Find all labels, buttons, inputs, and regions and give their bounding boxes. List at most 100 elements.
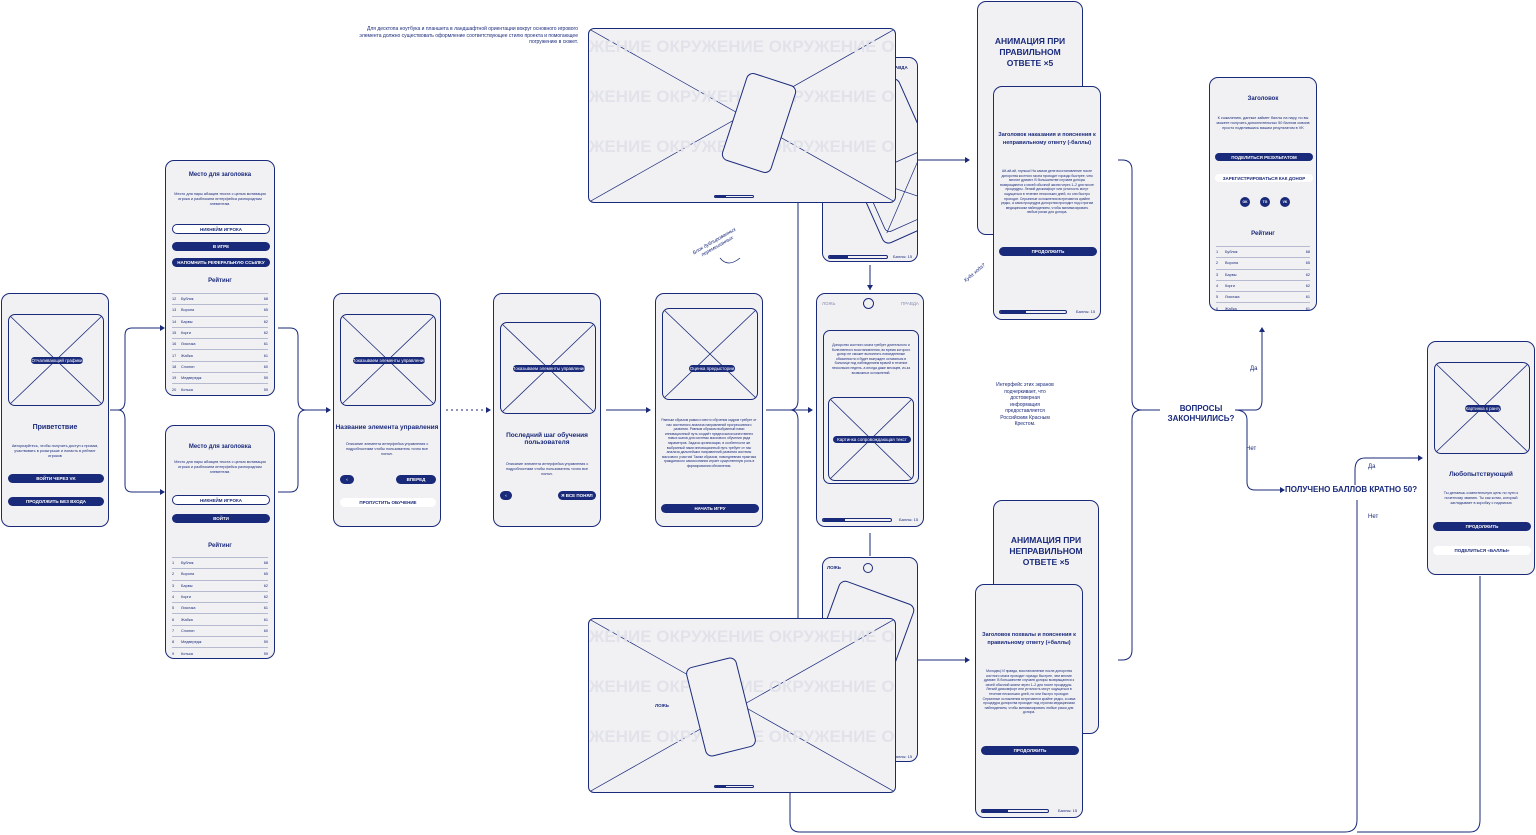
welcome-title: Приветствие bbox=[32, 424, 78, 431]
progress-fill bbox=[715, 786, 727, 787]
rating-title: Рейтинг bbox=[1251, 231, 1275, 237]
continue-button[interactable]: ПРОДОЛЖИТЬ bbox=[1433, 522, 1531, 531]
rank-number: 1 bbox=[172, 561, 175, 566]
rank-number: 13 bbox=[172, 308, 177, 313]
lie-label: ЛОЖЬ bbox=[655, 703, 669, 708]
score-label: Баллы: 15 bbox=[893, 754, 913, 759]
progress-fill bbox=[982, 810, 1009, 812]
progress-bar bbox=[981, 809, 1049, 813]
player-name: Лисичка bbox=[181, 342, 196, 347]
penalty-screen: Заголовок наказания и пояснения к неправ… bbox=[993, 86, 1101, 320]
rank-number: 20 bbox=[172, 387, 177, 392]
nickname-field[interactable]: НИКНЕЙМ ИГРОКА bbox=[172, 224, 270, 234]
player-name: Барвы bbox=[1225, 272, 1237, 277]
rank-number: 4 bbox=[172, 595, 175, 600]
player-name: Ворона bbox=[181, 572, 195, 577]
final-screen: Заголовок К сожалению, данные займет бал… bbox=[1209, 77, 1317, 311]
decision-questions-over: ВОПРОСЫ ЗАКОНЧИЛИСЬ? bbox=[1167, 404, 1235, 423]
player-score: 60 bbox=[263, 364, 268, 369]
telegram-icon[interactable]: TG bbox=[1260, 197, 1270, 207]
player-score: 59 bbox=[263, 387, 268, 392]
donor-register-button[interactable]: ЗАРЕГИСТРИРОВАТЬСЯ КАК ДОНОР bbox=[1215, 174, 1313, 182]
player-name: Ворона bbox=[1225, 261, 1239, 266]
understood-button[interactable]: Я ВСЕ ПОНЯЛ bbox=[558, 491, 596, 500]
nickname-field[interactable]: НИКНЕЙМ ИГРОКА bbox=[172, 495, 270, 505]
in-game-button[interactable]: В ИГРЕ bbox=[172, 242, 270, 251]
rank-number: 7 bbox=[172, 628, 175, 633]
score-label: Баллы: 15 bbox=[899, 517, 919, 522]
red-cross-note: Интерфейс этих экранов подчеркивает, что… bbox=[996, 382, 1054, 427]
player-name: Корги bbox=[181, 595, 191, 600]
next-button[interactable]: ВПЕРЕД bbox=[396, 475, 436, 484]
rank-title: Любопытствующий bbox=[1449, 471, 1513, 478]
question-text: Донорство костного мозга требует длитель… bbox=[831, 343, 911, 375]
back-button[interactable]: ‹ bbox=[340, 475, 354, 484]
login-vk-button[interactable]: ВОЙТИ ЧЕРЕЗ VK bbox=[8, 474, 104, 483]
player-score: 62 bbox=[1305, 272, 1310, 277]
no-label: Нет bbox=[1246, 446, 1257, 452]
player-name: Лисичка bbox=[181, 606, 196, 611]
continue-button[interactable]: ПРОДОЛЖИТЬ bbox=[999, 247, 1097, 256]
player-score: 62 bbox=[263, 583, 268, 588]
swipe-icon bbox=[863, 298, 874, 309]
player-score: 62 bbox=[263, 319, 268, 324]
watermark: ЖЕНИЕ ОКРУЖЕНИЕ ОКРУЖЕНИЕ ОКРУЖЕНИЕ bbox=[589, 37, 895, 56]
placeholder-label: Показываем элементы управления bbox=[352, 357, 426, 364]
share-points-button[interactable]: ПОДЕЛИТЬСЯ «БАЛЛЫ» bbox=[1433, 546, 1531, 555]
rank-number: 2 bbox=[172, 572, 175, 577]
rating-screen-guest: Место для заголовка Место для пары абзац… bbox=[165, 425, 275, 659]
continue-anon-button[interactable]: ПРОДОЛЖИТЬ БЕЗ ВХОДА bbox=[8, 497, 104, 506]
rating-screen-logged: Место для заголовка Место для пары абзац… bbox=[165, 160, 275, 396]
progress-fill bbox=[715, 196, 727, 197]
image-placeholder: Картинка сопровождающая текст bbox=[828, 397, 914, 481]
praise-title: Заголовок похвалы и пояснения к правильн… bbox=[982, 632, 1076, 646]
rating-title: Рейтинг bbox=[208, 543, 232, 549]
rank-number: 9 bbox=[172, 651, 175, 656]
player-name: Бублик bbox=[181, 297, 194, 302]
continue-button[interactable]: ПРОДОЛЖИТЬ bbox=[981, 746, 1079, 755]
progress-bar bbox=[828, 255, 888, 259]
watermark: ЖЕНИЕ ОКРУЖЕНИЕ ОКРУЖЕНИЕ ОКРУЖЕНИЕ bbox=[589, 627, 895, 646]
vk-icon[interactable]: VK bbox=[1280, 197, 1290, 207]
rank-number: 16 bbox=[172, 342, 177, 347]
tutorial-screen-last: Показываем элементы управления Последний… bbox=[493, 293, 601, 527]
player-score: 68 bbox=[263, 561, 268, 566]
rank-number: 3 bbox=[172, 583, 175, 588]
landscape-desktop-lie: ЖЕНИЕ ОКРУЖЕНИЕ ОКРУЖЕНИЕ ОКРУЖЕНИЕ ЖЕНИ… bbox=[588, 618, 896, 793]
lie-label: ЛОЖЬ bbox=[827, 565, 841, 570]
rank-number: 4 bbox=[1216, 284, 1219, 289]
player-name: Корги bbox=[1225, 284, 1235, 289]
player-score: 62 bbox=[263, 595, 268, 600]
player-score: 59 bbox=[263, 376, 268, 381]
back-button[interactable]: ‹ bbox=[500, 491, 512, 500]
player-name: Котька bbox=[181, 651, 193, 656]
skip-button[interactable]: ПРОПУСТИТЬ ОБУЧЕНИЕ bbox=[340, 498, 436, 507]
player-name: Слонин bbox=[181, 628, 195, 633]
question-card: Донорство костного мозга требует длитель… bbox=[823, 330, 919, 484]
image-placeholder: Оценка предыстории bbox=[662, 308, 758, 400]
penalty-text: Ай-ай-ай, глупыш! На самом деле восстано… bbox=[1000, 169, 1094, 215]
tutorial-title: Последний шаг обучения пользователя bbox=[506, 432, 588, 446]
rank-number: 1 bbox=[1216, 250, 1219, 255]
ok-icon[interactable]: OK bbox=[1240, 197, 1250, 207]
player-name: Лисичка bbox=[1225, 295, 1240, 300]
share-result-button[interactable]: ПОДЕЛИТЬСЯ РЕЗУЛЬТАТОМ bbox=[1215, 153, 1313, 161]
start-game-button[interactable]: НАЧАТЬ ИГРУ bbox=[661, 504, 759, 513]
referral-button[interactable]: НАПОМНИТЬ РЕФЕРАЛЬНУЮ ССЫЛКУ bbox=[172, 258, 270, 267]
player-name: Жабка bbox=[181, 617, 193, 622]
rating-heading: Место для заголовка bbox=[188, 172, 252, 178]
rating-text: Место для пары абзацев текста с целью мо… bbox=[174, 192, 266, 206]
player-score: 65 bbox=[1305, 261, 1310, 266]
enter-button[interactable]: ВОЙТИ bbox=[172, 514, 270, 523]
truth-label: ПРАВДА bbox=[889, 65, 908, 70]
animation-label: АНИМАЦИЯ ПРИ НЕПРАВИЛЬНОМ ОТВЕТЕ ×5 bbox=[1009, 535, 1083, 567]
handwritten-note: Куда хода? bbox=[963, 262, 987, 284]
